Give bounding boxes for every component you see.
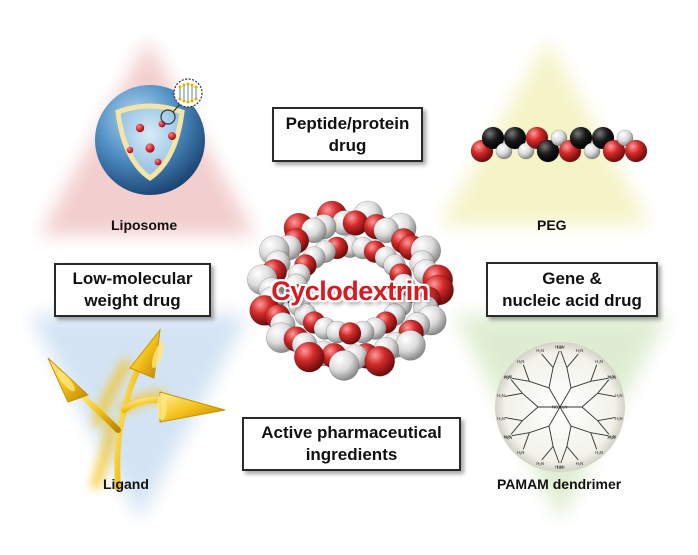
label-peg: PEG bbox=[537, 217, 567, 233]
svg-text:H₂N: H₂N bbox=[497, 416, 505, 421]
label-pamam-dendrimer: PAMAM dendrimer bbox=[497, 476, 622, 492]
ligand-illustration bbox=[47, 328, 226, 491]
svg-text:H₂N: H₂N bbox=[608, 374, 616, 379]
box-low-molecular-weight-drug: Low-molecular weight drug bbox=[54, 263, 211, 317]
cyclodextrin-molecule bbox=[246, 200, 454, 381]
box-api-line-1: Active pharmaceutical bbox=[261, 423, 442, 442]
svg-text:H₂N: H₂N bbox=[505, 435, 513, 440]
svg-text:H₂N: H₂N bbox=[504, 434, 512, 439]
box-low-molecular-line-2: weight drug bbox=[84, 291, 181, 310]
svg-text:H₂N: H₂N bbox=[576, 348, 584, 353]
liposome-illustration bbox=[95, 78, 205, 195]
box-active-pharmaceutical-ingredients: Active pharmaceutical ingredients bbox=[242, 417, 461, 471]
box-api-line-2: ingredients bbox=[305, 445, 398, 464]
svg-text:H₂N: H₂N bbox=[536, 348, 544, 353]
label-ligand: Ligand bbox=[103, 476, 149, 492]
svg-text:H₂N: H₂N bbox=[555, 345, 563, 350]
ligand-triangle bbox=[30, 315, 248, 520]
svg-text:H₂N: H₂N bbox=[504, 375, 512, 380]
svg-text:H₂N: H₂N bbox=[517, 450, 525, 455]
svg-text:H₂N: H₂N bbox=[615, 416, 623, 421]
box-peptide-line-2: drug bbox=[328, 135, 367, 155]
box-peptide-protein-drug: Peptide/protein drug bbox=[272, 107, 423, 162]
svg-text:H₂N: H₂N bbox=[576, 461, 584, 466]
svg-text:H₂N: H₂N bbox=[608, 435, 616, 440]
box-gene-nucleic-acid-drug: Gene & nucleic acid drug bbox=[486, 262, 658, 317]
svg-text:H₂N: H₂N bbox=[536, 461, 544, 466]
svg-text:H₂N: H₂N bbox=[595, 359, 603, 364]
svg-text:H₂N: H₂N bbox=[505, 374, 513, 379]
svg-text:H₂N: H₂N bbox=[608, 375, 616, 380]
box-gene-line-2: nucleic acid drug bbox=[502, 290, 642, 310]
svg-text:H₂N: H₂N bbox=[557, 465, 565, 470]
peg-molecule bbox=[470, 126, 648, 163]
box-peptide-line-1: Peptide/protein bbox=[285, 113, 410, 133]
box-gene-line-1: Gene & bbox=[542, 268, 602, 288]
box-low-molecular-line-1: Low-molecular bbox=[72, 269, 193, 288]
svg-text:H₂N: H₂N bbox=[497, 393, 505, 398]
svg-text:NC₂H₄N: NC₂H₄N bbox=[552, 405, 567, 410]
svg-text:H₂N: H₂N bbox=[615, 393, 623, 398]
label-liposome: Liposome bbox=[111, 217, 178, 233]
svg-text:H₂N: H₂N bbox=[608, 434, 616, 439]
svg-text:H₂N: H₂N bbox=[517, 359, 525, 364]
pamam-dendrimer-illustration: H₂N H₂N H₂N H₂N H₂N H₂N H₂N H₂N H₂N H₂N H₂N H₂N H₂N H… bbox=[495, 342, 625, 472]
svg-text:H₂N: H₂N bbox=[557, 345, 565, 350]
cyclodextrin-title: Cyclodextrin bbox=[271, 276, 429, 306]
svg-text:H₂N: H₂N bbox=[555, 465, 563, 470]
svg-text:H₂N: H₂N bbox=[595, 450, 603, 455]
